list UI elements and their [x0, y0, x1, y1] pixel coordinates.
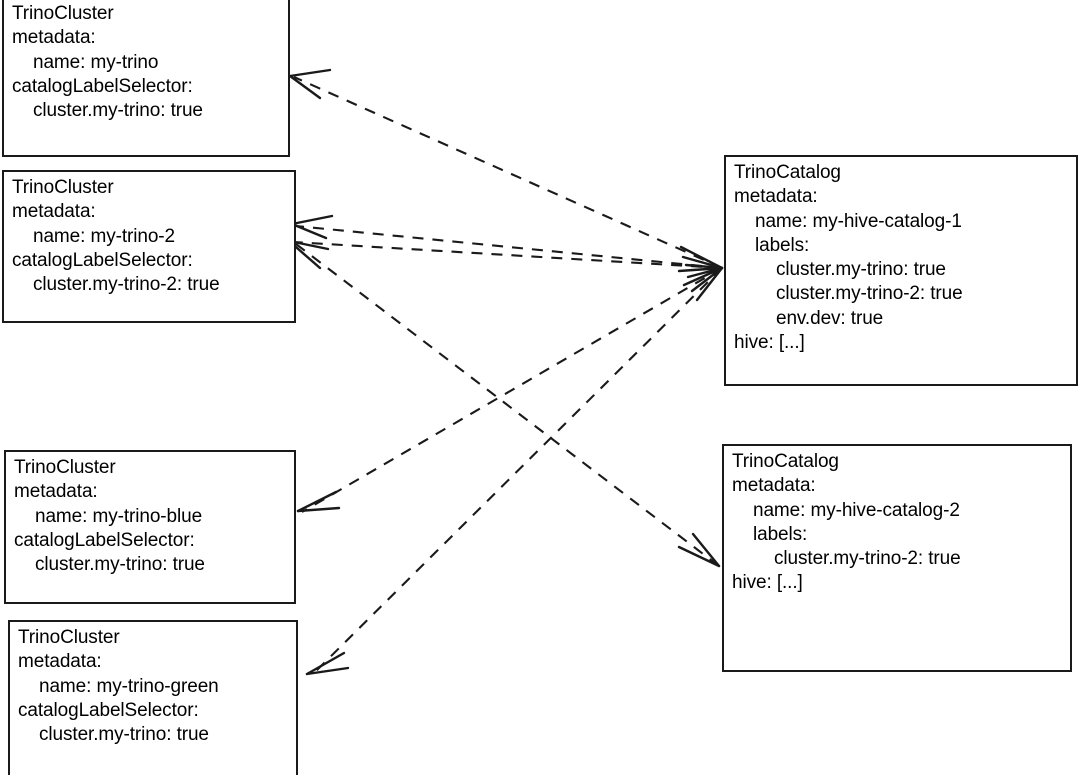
node-line: catalogLabelSelector:	[12, 75, 193, 97]
node-line: metadata:	[732, 475, 816, 497]
arrowhead-my-trino-green	[305, 651, 350, 676]
node-line: cluster.my-trino: true	[776, 259, 946, 281]
node-line: cluster.my-trino: true	[35, 554, 205, 576]
node-line: TrinoCluster	[12, 177, 114, 198]
node-line: name: my-trino	[33, 51, 159, 73]
node-line: hive: [...]	[732, 572, 803, 594]
node-line: TrinoCluster	[12, 3, 114, 24]
node-line: metadata:	[12, 27, 96, 49]
node-trinocatalog-my-hive-catalog-1[interactable]: TrinoCatalog metadata: name: my-hive-cat…	[724, 155, 1078, 386]
node-line: cluster.my-trino: true	[39, 724, 209, 746]
edge-catalog1-to-my-trino	[293, 76, 723, 269]
node-trinocatalog-my-hive-catalog-2[interactable]: TrinoCatalog metadata: name: my-hive-cat…	[722, 444, 1072, 672]
node-trinocluster-my-trino-2[interactable]: TrinoCluster metadata: name: my-trino-2 …	[2, 170, 296, 323]
node-line: name: my-trino-2	[33, 225, 175, 247]
edge-catalog1-to-my-trino-2	[295, 224, 723, 270]
arrowhead-my-trino-blue	[296, 490, 341, 513]
node-line: hive: [...]	[734, 332, 805, 354]
node-line: cluster.my-trino: true	[33, 100, 203, 122]
node-line: catalogLabelSelector:	[18, 699, 199, 721]
node-line: TrinoCatalog	[734, 162, 841, 183]
edge-catalog2-to-my-trino-2	[292, 240, 723, 270]
node-line: metadata:	[18, 651, 102, 673]
node-line: cluster.my-trino-2: true	[774, 548, 961, 570]
node-line: metadata:	[14, 481, 98, 503]
node-line: name: my-hive-catalog-2	[753, 499, 960, 521]
node-line: env.dev: true	[776, 307, 884, 329]
node-line: name: my-hive-catalog-1	[755, 210, 962, 232]
node-line: name: my-trino-green	[39, 675, 219, 697]
node-trinocluster-my-trino[interactable]: TrinoCluster metadata: name: my-trino ca…	[2, 0, 290, 157]
node-line: catalogLabelSelector:	[12, 249, 193, 271]
node-line: metadata:	[734, 186, 818, 208]
node-line: name: my-trino-blue	[35, 505, 203, 527]
arrowhead-my-hive-catalog-1	[677, 245, 724, 302]
arrowhead-my-trino-2-upper	[290, 214, 334, 240]
node-line: TrinoCluster	[14, 457, 116, 478]
node-line: labels:	[755, 234, 810, 256]
edge-my-trino-2-to-catalog2	[295, 243, 716, 564]
arrowhead-my-trino	[288, 68, 332, 100]
node-line: TrinoCatalog	[732, 451, 839, 472]
edge-catalog1-to-my-trino-blue	[301, 267, 723, 513]
node-line: TrinoCluster	[18, 627, 120, 648]
node-line: metadata:	[12, 201, 96, 223]
node-line: catalogLabelSelector:	[14, 529, 195, 551]
node-trinocluster-my-trino-green[interactable]: TrinoCluster metadata: name: my-trino-gr…	[8, 620, 298, 775]
node-line: labels:	[753, 523, 808, 545]
arrowhead-my-hive-catalog-2	[677, 532, 721, 568]
node-trinocluster-my-trino-blue[interactable]: TrinoCluster metadata: name: my-trino-bl…	[4, 450, 296, 604]
node-line: cluster.my-trino-2: true	[776, 283, 963, 305]
node-line: cluster.my-trino-2: true	[33, 274, 220, 296]
edge-catalog1-to-my-trino-green	[310, 267, 723, 677]
